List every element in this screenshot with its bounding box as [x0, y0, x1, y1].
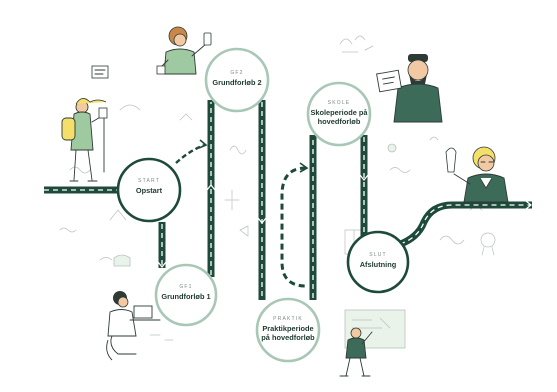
stage-label: GF1 — [179, 284, 192, 290]
stage-label: SKOLE — [328, 100, 351, 106]
stage-node-slut[interactable]: SLUT Afslutning — [346, 230, 410, 294]
person-at-whiteboard-illustration — [339, 309, 406, 377]
stage-title: på hovedforløb — [261, 333, 315, 342]
stage-node-praktik[interactable]: PRAKTIK Praktikperiode på hovedforløb — [255, 297, 321, 363]
background-doodles — [59, 35, 496, 341]
stage-title: hovedforløb — [318, 117, 361, 126]
stage-title: Opstart — [136, 186, 163, 195]
bearded-man-reading-illustration — [376, 54, 443, 123]
stage-label: PRAKTIK — [273, 316, 303, 322]
stage-node-skole[interactable]: SKOLE Skoleperiode på hovedforløb — [306, 81, 372, 147]
woman-at-laptop-illustration — [106, 291, 161, 361]
stage-title: Afslutning — [360, 260, 397, 269]
stage-node-start[interactable]: START Opstart — [116, 157, 182, 223]
stage-label: GF2 — [230, 70, 243, 76]
decorative-objects — [91, 38, 397, 267]
hiker-with-backpack-illustration — [61, 98, 108, 182]
stage-label: SLUT — [369, 252, 387, 258]
stage-title: Grundforløb 2 — [212, 78, 261, 87]
stage-node-gf2[interactable]: GF2 Grundforløb 2 — [204, 47, 270, 113]
stage-title: Praktikperiode — [262, 324, 313, 333]
woman-holding-phone-illustration — [156, 26, 212, 75]
track — [44, 100, 532, 300]
stage-title: Grundforløb 1 — [161, 292, 210, 301]
stage-label: START — [138, 178, 160, 184]
stage-title: Skoleperiode på — [310, 108, 368, 117]
stage-node-gf1[interactable]: GF1 Grundforløb 1 — [154, 263, 218, 327]
blond-person-illustration — [445, 146, 509, 203]
